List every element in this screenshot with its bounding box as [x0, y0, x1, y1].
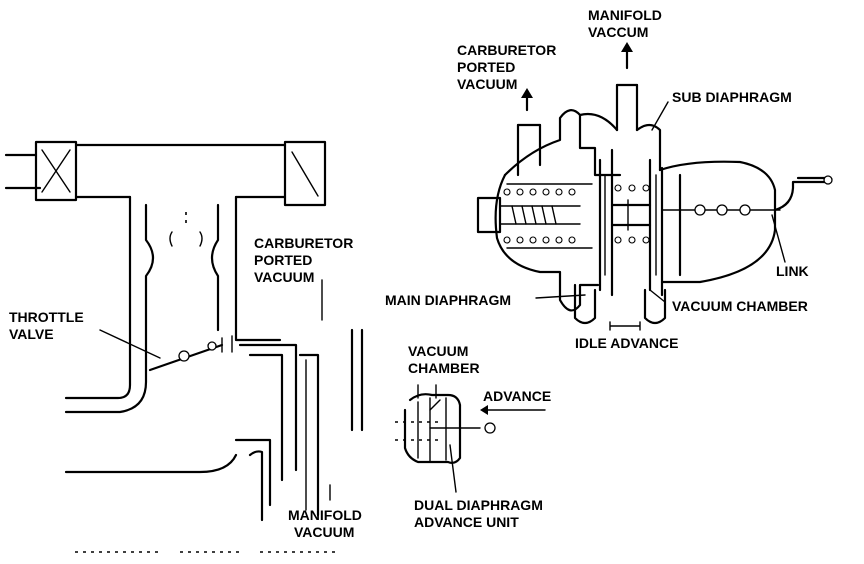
small-dual-diaphragm-unit — [395, 384, 496, 464]
label-main-diaphragm: MAIN DIAPHRAGM — [385, 292, 511, 308]
label-advance: ADVANCE — [483, 388, 551, 404]
label-dual-diaphragm-line2: ADVANCE UNIT — [414, 514, 519, 530]
label-idle-advance: IDLE ADVANCE — [575, 335, 678, 351]
label-vacuum-chamber-small-line2: CHAMBER — [408, 360, 480, 376]
label-carburetor-ported-vacuum-mid-line2: PORTED — [254, 252, 312, 268]
labels: MANIFOLD VACCUM CARBURETOR PORTED VACUUM… — [9, 7, 809, 540]
label-link: LINK — [776, 263, 809, 279]
label-carburetor-ported-vacuum-mid-line3: VACUUM — [254, 269, 314, 285]
label-vacuum-chamber-small-line1: VACUUM — [408, 343, 468, 359]
leader-lines — [99, 101, 786, 493]
label-carburetor-ported-vacuum-top-line1: CARBURETOR — [457, 42, 556, 58]
label-throttle-valve-line1: THROTTLE — [9, 309, 84, 325]
label-carburetor-ported-vacuum-top-line2: PORTED — [457, 59, 515, 75]
label-vacuum-chamber-right: VACUUM CHAMBER — [672, 298, 808, 314]
label-dual-diaphragm-line1: DUAL DIAPHRAGM — [414, 497, 543, 513]
label-manifold-vacuum-bottom-line2: VACUUM — [294, 524, 354, 540]
label-manifold-vacuum-bottom-line1: MANIFOLD — [288, 507, 362, 523]
arrows — [321, 42, 633, 501]
label-sub-diaphragm: SUB DIAPHRAGM — [672, 89, 792, 105]
label-manifold-vaccum-line1: MANIFOLD — [588, 7, 662, 23]
label-carburetor-ported-vacuum-top-line3: VACUUM — [457, 76, 517, 92]
label-carburetor-ported-vacuum-mid-line1: CARBURETOR — [254, 235, 353, 251]
label-manifold-vaccum-line2: VACCUM — [588, 24, 648, 40]
label-throttle-valve-line2: VALVE — [9, 326, 54, 342]
advance-unit-detail-drawing — [476, 83, 833, 331]
carburetor-intake-drawing — [4, 140, 364, 553]
